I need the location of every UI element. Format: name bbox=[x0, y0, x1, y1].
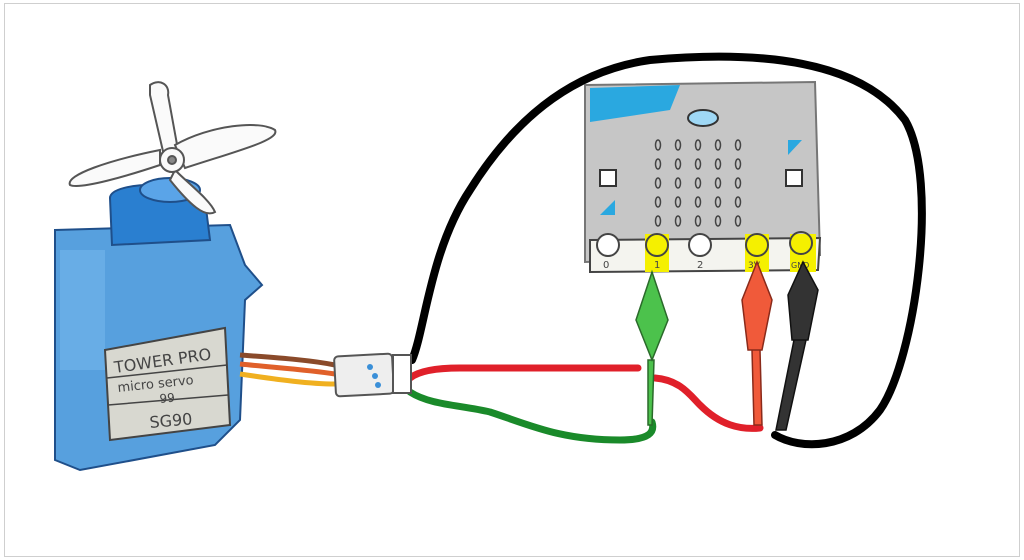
black-ground-wire bbox=[408, 52, 926, 449]
servo-connector bbox=[333, 352, 395, 398]
led bbox=[734, 215, 742, 227]
led bbox=[674, 196, 682, 208]
led bbox=[654, 139, 662, 151]
led bbox=[714, 177, 722, 189]
led bbox=[654, 158, 662, 170]
servo-horn-icon bbox=[68, 81, 277, 215]
led bbox=[674, 158, 682, 170]
green-crocodile-clip bbox=[635, 269, 669, 426]
black-crocodile-clip bbox=[775, 260, 819, 431]
led-matrix bbox=[654, 139, 742, 227]
pin-label-3v: 3V bbox=[748, 261, 761, 271]
led bbox=[734, 158, 742, 170]
led bbox=[714, 215, 722, 227]
servo-motor: TOWER PRO micro servo 99 SG90 bbox=[54, 81, 277, 472]
led bbox=[654, 177, 662, 189]
red-power-wire bbox=[406, 364, 764, 432]
servo-part-label: SG90 bbox=[149, 409, 193, 432]
led bbox=[734, 196, 742, 208]
led bbox=[714, 139, 722, 151]
led bbox=[714, 196, 722, 208]
servo-cable bbox=[239, 352, 412, 398]
led bbox=[694, 158, 702, 170]
led bbox=[694, 196, 702, 208]
led bbox=[714, 158, 722, 170]
led bbox=[674, 215, 682, 227]
led bbox=[734, 177, 742, 189]
led bbox=[694, 177, 702, 189]
green-signal-wire bbox=[406, 388, 657, 444]
pin-label-gnd: GND bbox=[791, 261, 809, 270]
microbit-board: 0 1 2 3V GND bbox=[584, 80, 822, 274]
pin-label-0: 0 bbox=[603, 260, 609, 271]
button-a-icon bbox=[599, 169, 617, 187]
pin-label-2: 2 bbox=[697, 260, 703, 271]
led bbox=[654, 215, 662, 227]
led bbox=[734, 139, 742, 151]
led bbox=[654, 196, 662, 208]
servo-model-number: 99 bbox=[159, 390, 176, 406]
led bbox=[694, 215, 702, 227]
led bbox=[674, 139, 682, 151]
red-crocodile-clip bbox=[741, 259, 773, 426]
led bbox=[674, 177, 682, 189]
led bbox=[694, 139, 702, 151]
button-b-icon bbox=[785, 169, 803, 187]
pin-label-1: 1 bbox=[654, 260, 660, 271]
